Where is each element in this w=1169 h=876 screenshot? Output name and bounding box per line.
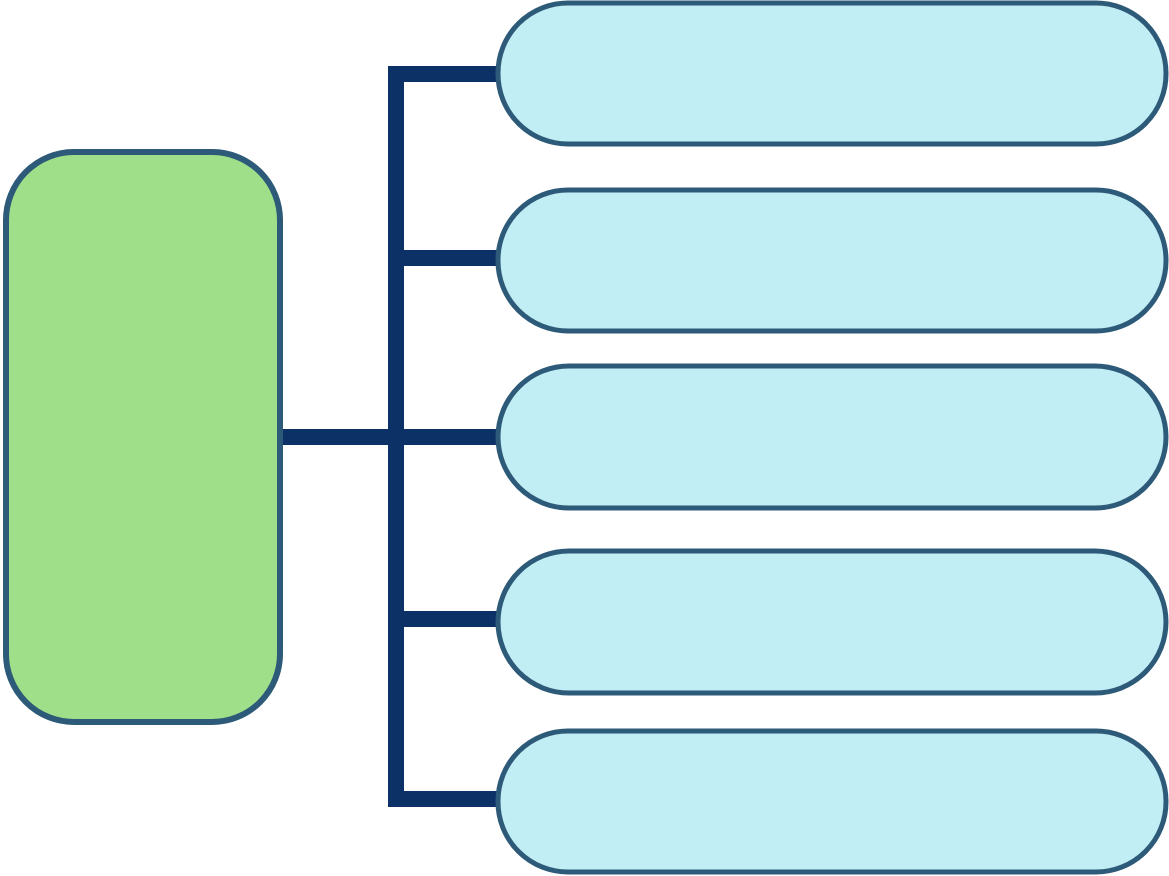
branch-node-3 [495,363,1169,511]
branch-node-2 [495,187,1169,334]
connector-lines [280,66,500,807]
branch-node-1 [495,0,1169,147]
branch-node-4 [495,548,1169,696]
branch-node-5 [495,728,1169,875]
root-node [3,149,283,725]
